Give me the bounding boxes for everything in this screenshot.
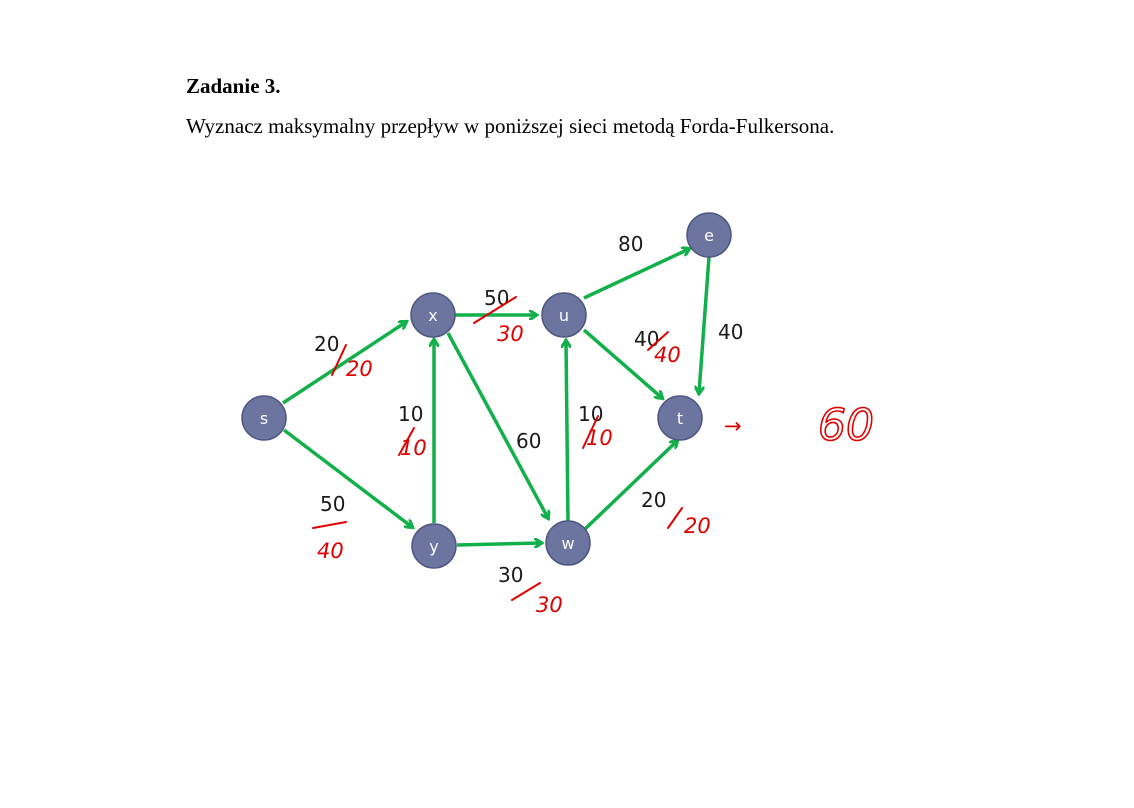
node-e: e	[686, 212, 732, 258]
edge-e-t	[699, 256, 711, 393]
edge-y-w	[456, 543, 541, 545]
node-label-s: s	[260, 409, 268, 428]
result-arrow: →	[724, 414, 742, 438]
capacity-s-y: 50	[320, 492, 345, 516]
node-x: x	[410, 292, 456, 338]
edge-u-e	[583, 249, 689, 300]
task-title: Zadanie 3.	[186, 74, 281, 98]
capacity-x-w: 60	[516, 429, 541, 453]
capacity-y-w: 30	[498, 563, 523, 587]
edge-u-t	[582, 328, 662, 398]
capacity-w-u: 10	[578, 402, 603, 426]
node-label-u: u	[559, 306, 569, 325]
node-w: w	[545, 520, 591, 566]
node-t: t	[657, 395, 703, 441]
flow-s-y: 40	[317, 539, 344, 563]
flow-s-x: 20	[346, 357, 373, 381]
flow-w-t: 20	[684, 514, 711, 538]
flow-u-t: 40	[654, 343, 681, 367]
capacity-e-t: 40	[718, 320, 743, 344]
handwritten-slashes	[312, 296, 683, 601]
edge-w-t	[582, 441, 677, 532]
flow-y-x: 10	[400, 436, 427, 460]
flow-x-u: 30	[497, 322, 524, 346]
edge-x-w	[446, 332, 548, 518]
edge-s-y	[282, 428, 412, 527]
node-label-w: w	[561, 534, 574, 553]
node-s: s	[241, 395, 287, 441]
edge-w-u	[566, 341, 568, 523]
capacity-x-u: 50	[484, 286, 509, 310]
capacity-u-t: 40	[634, 327, 659, 351]
node-u: u	[541, 292, 587, 338]
node-label-t: t	[677, 409, 683, 428]
node-y: y	[411, 523, 457, 569]
capacity-s-x: 20	[314, 332, 339, 356]
node-label-y: y	[429, 537, 438, 556]
edges	[282, 249, 711, 545]
flow-w-u: 10	[586, 426, 613, 450]
task-text: Wyznacz maksymalny przepływ w poniższej …	[186, 114, 835, 138]
node-label-x: x	[428, 306, 437, 325]
node-label-e: e	[704, 226, 714, 245]
max-flow-value: 60	[818, 400, 874, 451]
flow-y-w: 30	[536, 593, 563, 617]
capacity-u-e: 80	[618, 232, 643, 256]
capacity-y-x: 10	[398, 402, 423, 426]
capacity-w-t: 20	[641, 488, 666, 512]
edge-s-x	[282, 322, 406, 405]
